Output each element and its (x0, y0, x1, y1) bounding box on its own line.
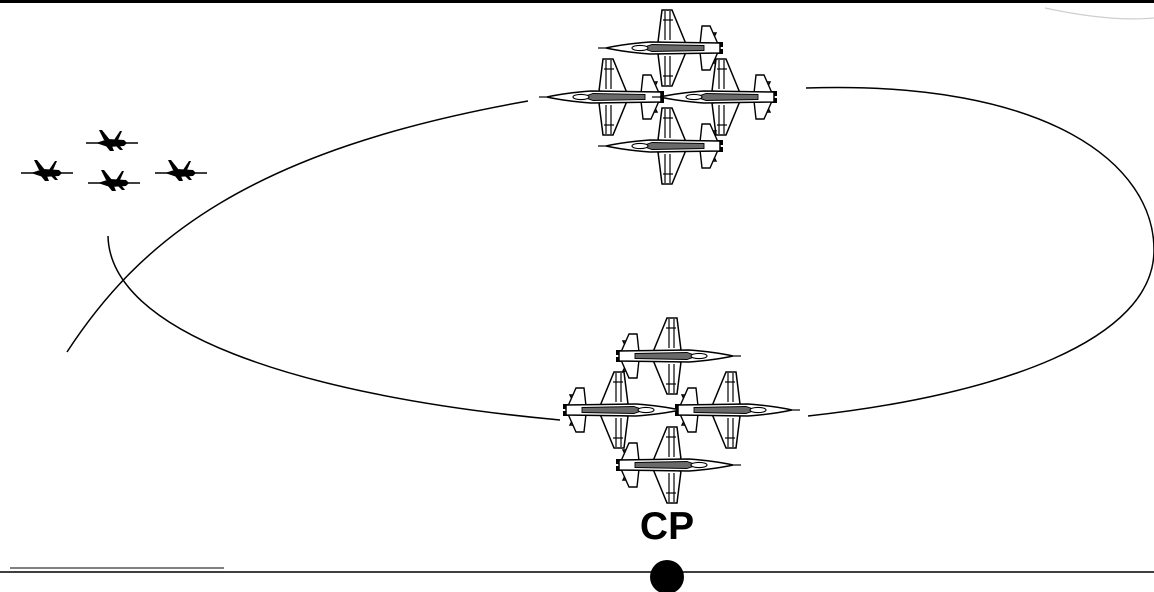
checkpoint-label: CP (639, 505, 695, 548)
small-jet (85, 129, 139, 152)
oval-path-lower-left (107, 235, 561, 421)
small-jet (154, 159, 208, 182)
oval-path-right (805, 86, 1154, 417)
jet-aircraft (538, 58, 665, 136)
small-jet (20, 159, 74, 182)
entry-curve (66, 100, 529, 353)
small-jet (87, 169, 141, 192)
top-border-line (0, 0, 1154, 3)
bottom-diamond-formation (562, 317, 801, 504)
corner-fragment (1044, 7, 1154, 20)
jet-aircraft (674, 371, 801, 449)
small-jet-formation (20, 129, 208, 192)
top-diamond-formation (538, 9, 778, 185)
checkpoint-marker (650, 560, 684, 592)
